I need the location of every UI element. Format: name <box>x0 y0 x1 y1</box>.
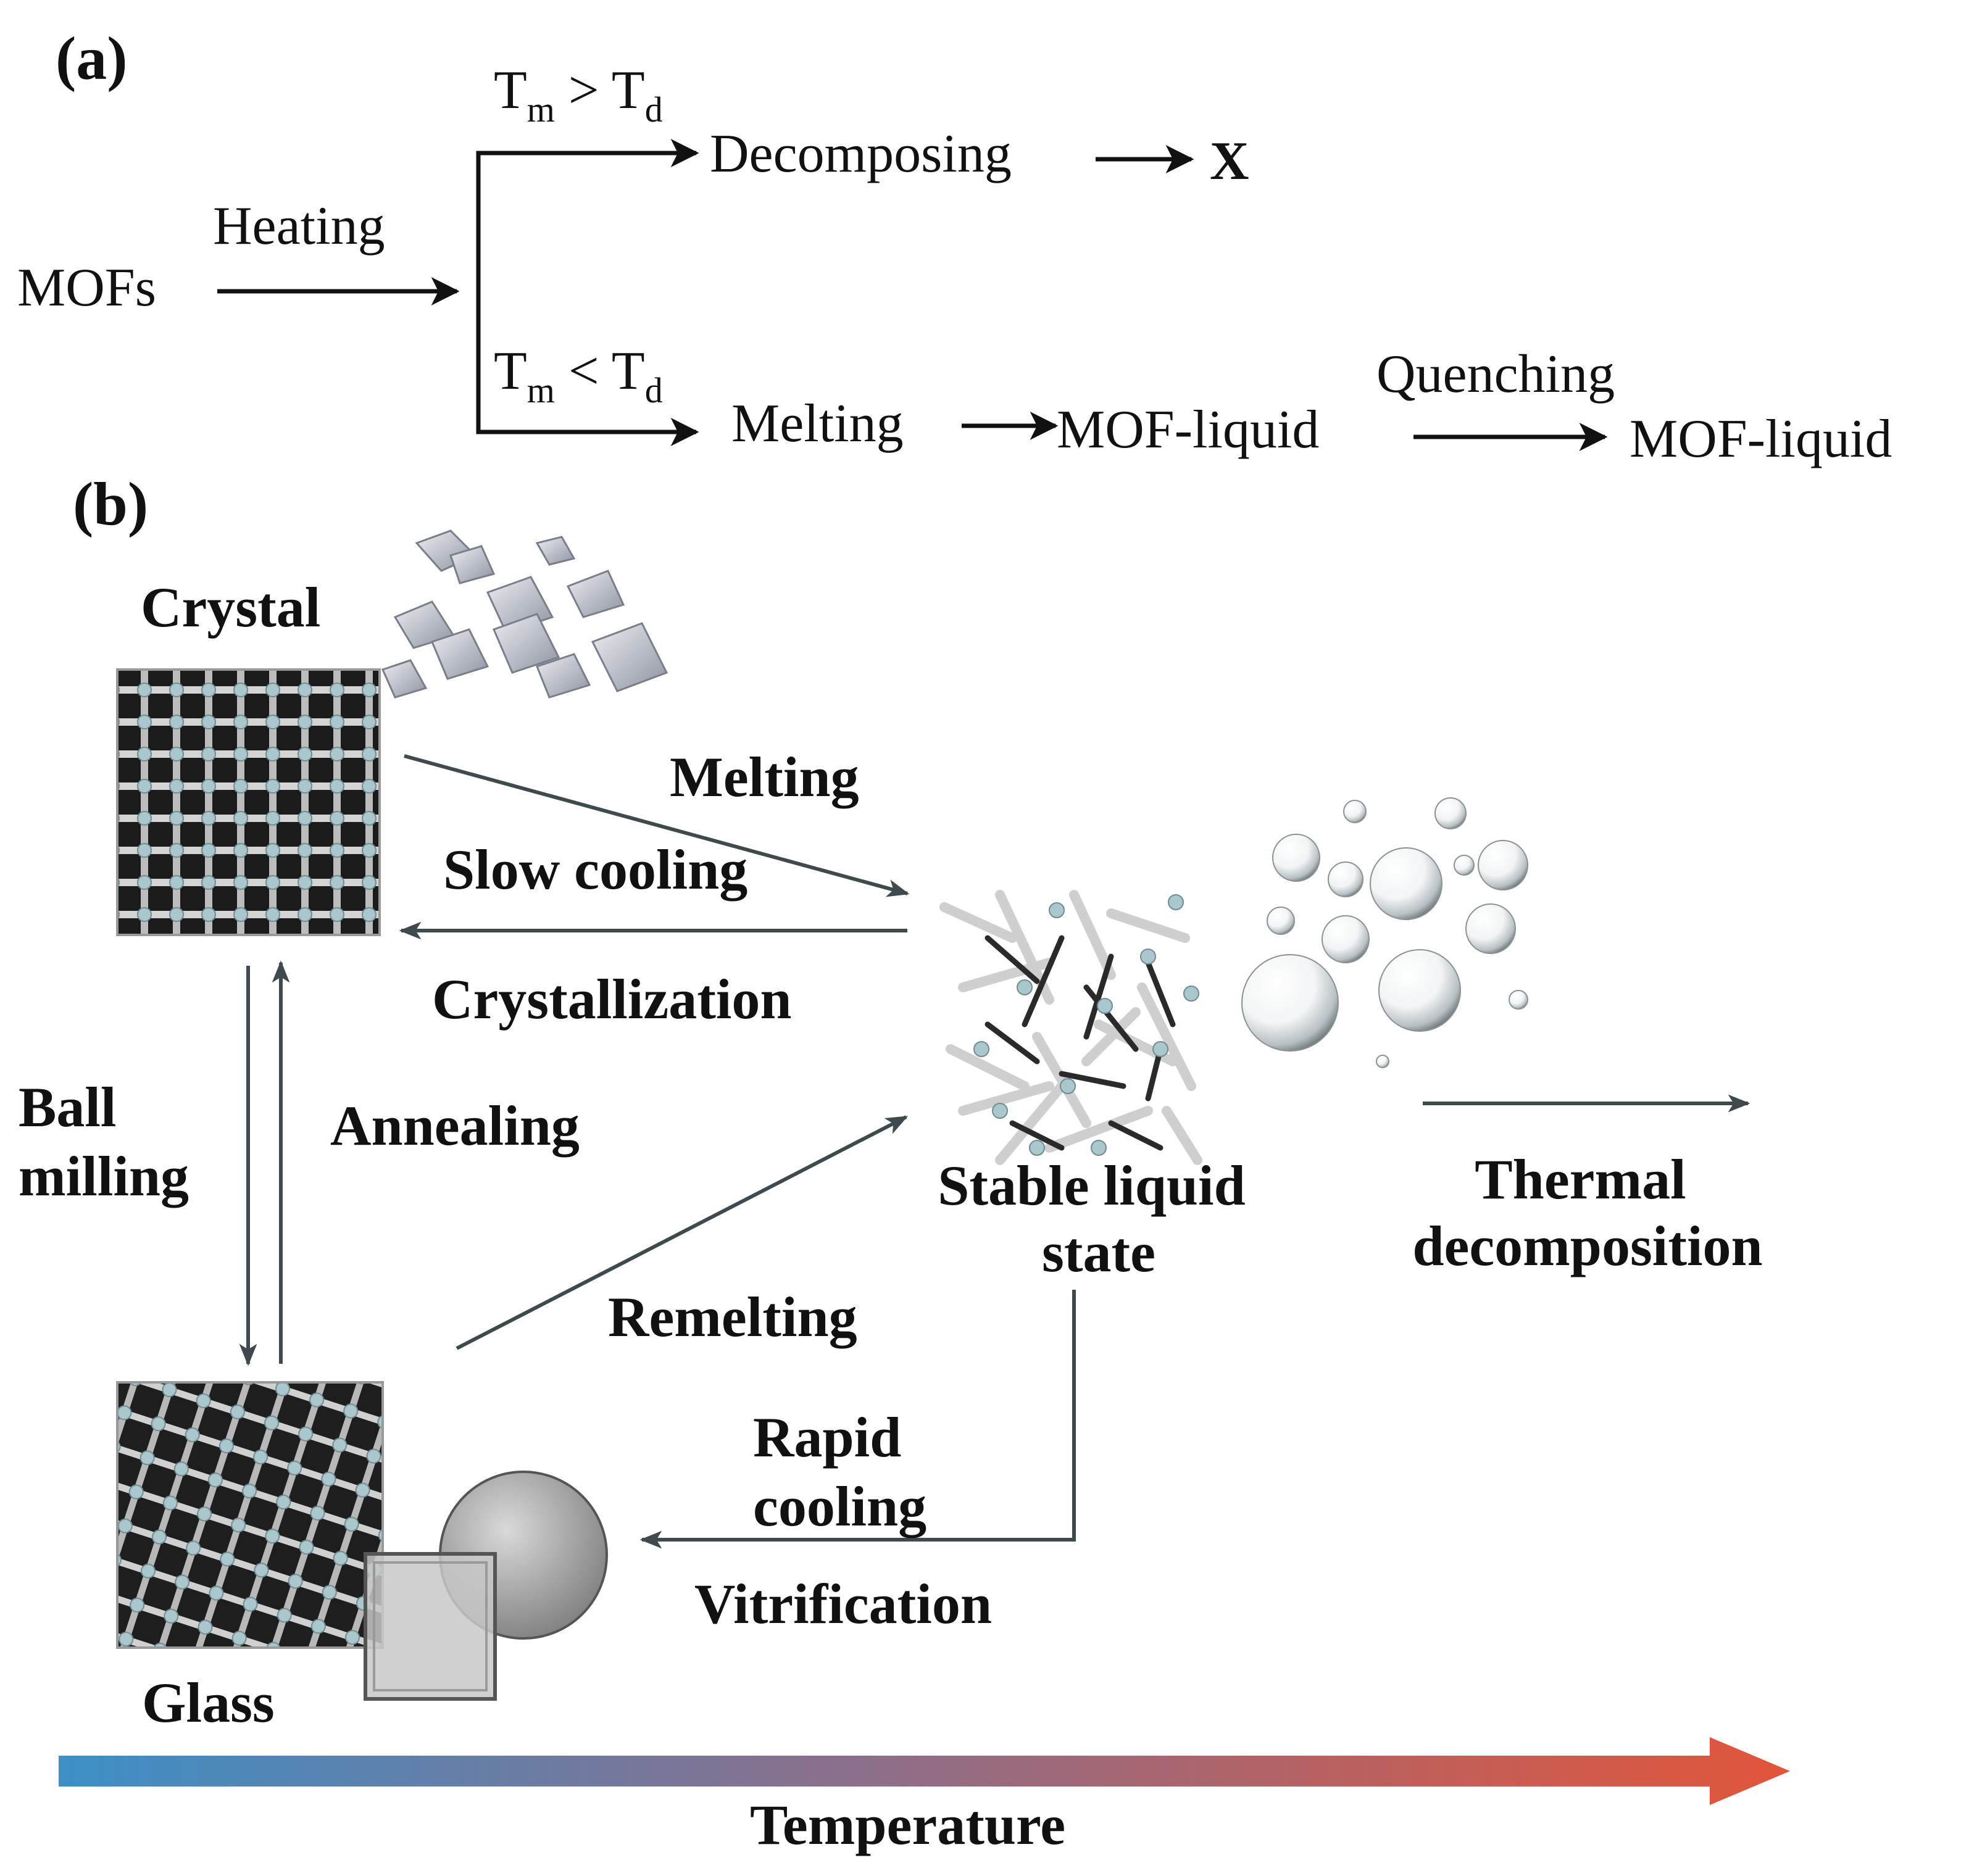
rapid-cooling-label: Rapid cooling <box>753 1406 926 1538</box>
ball-milling-label: Ball milling <box>19 1076 189 1208</box>
thermal-decomposition-label: Thermal decomposition <box>1412 1148 1762 1277</box>
vitrification-label: Vitrification <box>694 1572 992 1635</box>
mof-liquid-2: MOF-liquid <box>1630 409 1892 469</box>
remelting-arrow <box>456 1115 909 1350</box>
crystal-lattice-image <box>116 668 381 936</box>
condition-bottom: Tm < Td <box>494 341 663 410</box>
stable-liquid-label: Stable liquid state <box>938 1154 1260 1284</box>
annealing-label: Annealing <box>330 1094 580 1157</box>
mofs-label: MOFs <box>17 258 156 318</box>
melting-b-label: Melting <box>670 745 859 808</box>
rapid-cooling-arrow <box>639 1290 1076 1549</box>
quenching-label: Quenching <box>1376 344 1615 404</box>
crystallization-label: Crystallization <box>432 968 792 1031</box>
melting-a-label: Melting <box>731 394 904 454</box>
temperature-arrow <box>59 1737 1790 1805</box>
melting-arrow-b <box>404 754 910 897</box>
crystal-label: Crystal <box>141 576 320 639</box>
crystal-particles-image <box>381 529 668 699</box>
glass-lattice-image <box>116 1381 384 1649</box>
liquid-structure-image <box>939 890 1202 1165</box>
panel-b-label: (b) <box>73 470 148 538</box>
bubbles-image <box>1241 797 1528 1068</box>
glass-pieces-image <box>364 1471 608 1701</box>
slow-cooling-label: Slow cooling <box>443 838 747 901</box>
temperature-label: Temperature <box>750 1793 1065 1856</box>
mof-liquid-1: MOF-liquid <box>1057 400 1319 460</box>
remelting-label: Remelting <box>608 1285 857 1348</box>
condition-top: Tm > Td <box>494 60 663 130</box>
heating-label: Heating <box>213 196 385 256</box>
decomposing-label: Decomposing <box>710 124 1012 184</box>
glass-label: Glass <box>142 1671 275 1734</box>
panel-a-label: (a) <box>56 24 128 93</box>
x-mark: X <box>1210 131 1249 191</box>
branch-line <box>476 151 694 434</box>
